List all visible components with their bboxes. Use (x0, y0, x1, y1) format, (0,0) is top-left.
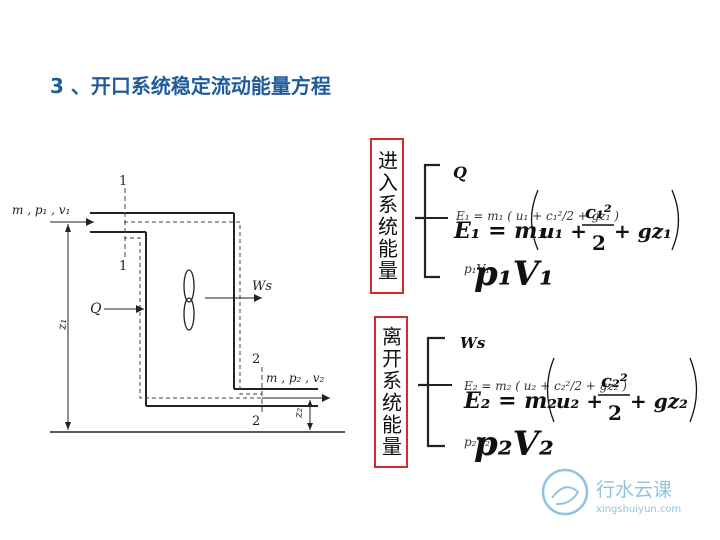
water-drop-icon (541, 468, 589, 516)
leave-energy-lhs: E₂ = m₂ (463, 388, 557, 414)
leave-energy-gz: + gz₂ (630, 389, 688, 413)
fan-icon (183, 269, 195, 331)
enter-flow-work-big: p₁V₁ (474, 254, 554, 294)
watermark-name: 行水云课 (596, 479, 672, 501)
leave-paren-left (546, 357, 555, 423)
enter-bracket (415, 163, 440, 279)
control-boundary (124, 221, 263, 399)
leave-paren-right (689, 357, 698, 423)
leave-work-term: Ws (460, 334, 486, 352)
enter-heat-term: Q (453, 163, 467, 182)
section-2-top-label: 2 (252, 352, 260, 367)
leave-energy-c: c₂² (601, 371, 628, 392)
leave-energy-u: u₂ + (556, 389, 603, 413)
enter-energy-small: E₁ = m₁ ( u₁ + c₁²/2 + gz₁ ) (455, 209, 619, 223)
enter-paren-left (530, 189, 539, 251)
heat-label: Q (90, 301, 102, 317)
enter-flow-work-small: p₁V₁ (464, 262, 490, 276)
section-2-bottom-label: 2 (252, 414, 260, 429)
slide-title: 3 、开口系统稳定流动能量方程 (50, 74, 331, 98)
z2-label: z₂ (292, 408, 305, 419)
leave-flow-work-small: p₂V₂ (464, 435, 490, 449)
watermark-url: xingshuiyun.com (596, 504, 681, 515)
watermark-logo: 行水云课 xingshuiyun.com (541, 468, 681, 516)
enter-energy-label: 进入系统能量 (374, 150, 399, 282)
outlet-state-label: m , p₂ , v₂ (266, 371, 325, 385)
enter-paren-right (671, 189, 680, 251)
leave-energy-label-box: 离开系统能量 (374, 316, 408, 468)
leave-energy-small: E₂ = m₂ ( u₂ + c₂²/2 + gz₂ ) (463, 379, 627, 393)
enter-energy-c: c₁² (585, 202, 612, 223)
enter-energy-u: u₁ + (540, 219, 587, 243)
leave-energy-label: 离开系统能量 (378, 326, 403, 458)
section-1-bottom-label: 1 (119, 259, 127, 274)
work-label: Ws (252, 279, 272, 294)
section-1-top-label: 1 (119, 174, 127, 189)
inlet-state-label: m , p₁ , v₁ (12, 203, 70, 217)
enter-energy-gz: + gz₁ (614, 219, 672, 243)
enter-energy-label-box: 进入系统能量 (370, 138, 404, 294)
z1-label: z₁ (55, 319, 69, 331)
enter-energy-den: 2 (592, 231, 606, 255)
leave-energy-den: 2 (608, 401, 622, 425)
leave-bracket (418, 336, 445, 448)
leave-flow-work-big: p₂V₂ (474, 424, 554, 464)
